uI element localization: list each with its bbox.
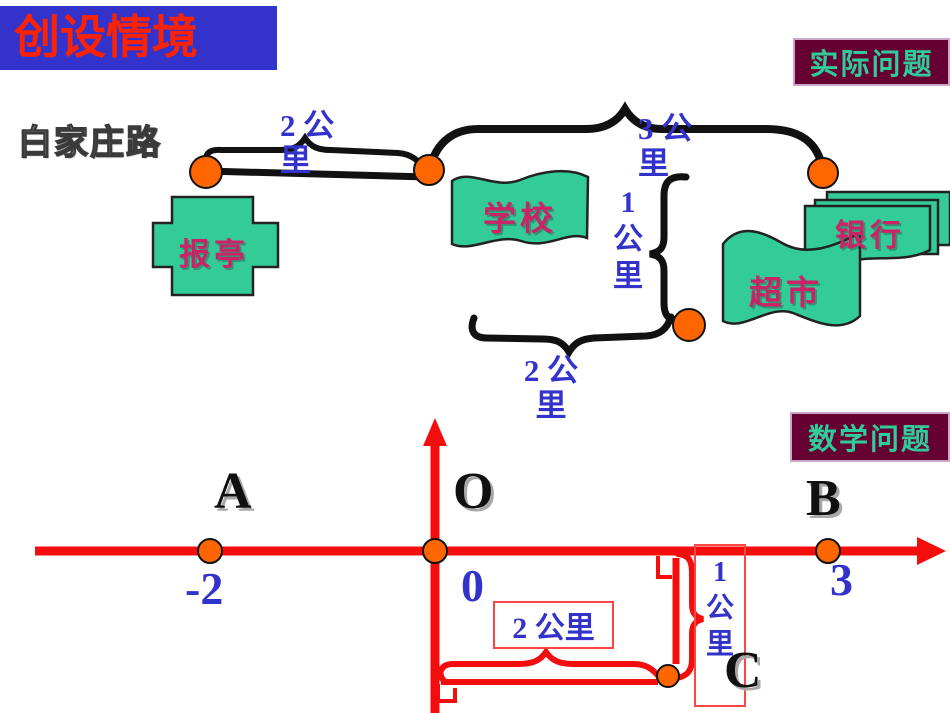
brace-2km-top	[203, 132, 428, 175]
point-label-c: C	[724, 642, 762, 699]
page-title: 创设情境	[14, 12, 198, 63]
red-brace-1km	[674, 551, 704, 681]
point-label-b: B	[806, 470, 841, 527]
value-label-b: 3	[830, 554, 853, 605]
brace-1km-vertical	[649, 173, 690, 325]
supermarket-flag-shape	[721, 229, 862, 327]
building-label-school: 学校	[483, 202, 557, 238]
tag-math-problem: 数学问题	[790, 412, 950, 462]
axis-arrow-up-icon	[423, 418, 447, 446]
annotation-box-1km-text: 1 公 里	[705, 557, 734, 660]
school-flag-shape	[450, 169, 590, 248]
distance-label-road-supermarket: 1 公 里	[613, 186, 643, 293]
building-label-newsstand: 报亭	[179, 237, 249, 272]
road-dot-supermarket	[672, 308, 706, 342]
point-label-o: O	[453, 463, 494, 520]
red-step-left	[436, 684, 457, 703]
dot-o	[422, 538, 448, 564]
road-dot-school	[413, 154, 445, 186]
brace-2km-bottom	[468, 313, 675, 359]
building-label-bank: 银行	[835, 218, 905, 253]
title-banner: 创设情境	[0, 6, 277, 70]
newsstand-shape	[151, 195, 280, 297]
value-label-a: -2	[185, 563, 224, 614]
distance-label-school-bank: 3 公 里	[638, 111, 693, 181]
axis-arrow-right-icon	[917, 537, 946, 565]
red-brace-2km	[437, 646, 663, 684]
annotation-box-1km: 1 公 里	[694, 544, 746, 707]
annotation-box-2km: 2 公里	[493, 601, 614, 649]
building-label-supermarket: 超市	[749, 276, 823, 312]
dot-b	[815, 538, 841, 564]
distance-label-newsstand-school: 2 公 里	[280, 108, 335, 178]
annotation-box-2km-text: 2 公里	[512, 612, 595, 645]
road-name-label: 白家庄路	[17, 124, 162, 162]
value-label-o: 0	[461, 560, 484, 611]
road-segment-right	[424, 101, 827, 181]
distance-label-supermarket-span: 2 公 里	[523, 353, 579, 423]
dot-c	[656, 664, 680, 688]
red-step-right	[656, 556, 672, 579]
road-dot-newsstand	[189, 155, 223, 189]
dot-a	[197, 538, 223, 564]
road-segment-left	[202, 167, 432, 181]
road-dot-bank	[807, 157, 839, 189]
tag-practical-problem: 实际问题	[793, 38, 950, 86]
point-label-a: A	[214, 463, 252, 520]
